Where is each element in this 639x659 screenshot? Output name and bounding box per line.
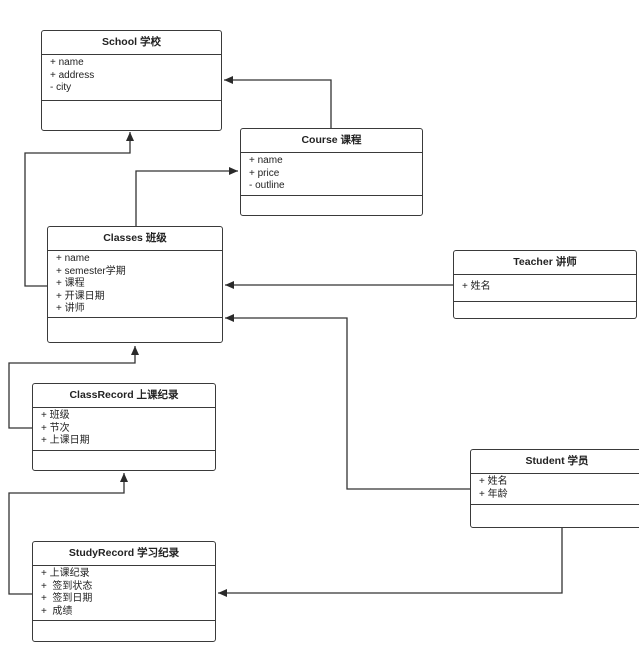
attribute-list-studyrecord: + 上课纪录 + 签到状态 + 签到日期 + 成绩	[33, 566, 215, 621]
attribute-student-name: + 姓名	[479, 476, 508, 487]
attribute-classes-start-date: + 开课日期	[56, 290, 105, 302]
connector-studyrecord-to-classrecord	[8, 473, 128, 595]
connector-course-to-school	[224, 76, 332, 129]
attribute-school-address: + address	[50, 69, 95, 81]
attribute-classes-course: + 课程	[56, 278, 85, 290]
attribute-teacher-name: + 姓名	[462, 281, 491, 292]
attribute-list-classes: + name + semester学期 + 课程 + 开课日期 + 讲师	[48, 251, 222, 318]
connector-classes-to-course	[135, 167, 238, 228]
class-box-classrecord[interactable]: ClassRecord 上课纪录 + 班级 + 节次 + 上课日期	[32, 383, 216, 471]
attribute-list-classrecord: + 班级 + 节次 + 上课日期	[33, 408, 215, 451]
class-title-studyrecord: StudyRecord 学习纪录	[33, 542, 215, 566]
attribute-list-course: + name + price - outline	[241, 153, 422, 196]
attribute-course-price: + price	[249, 167, 280, 179]
connector-classes-to-school	[24, 132, 134, 287]
attribute-list-student: + 姓名 + 年龄	[471, 474, 639, 505]
attribute-course-name: + name	[249, 155, 283, 166]
class-box-student[interactable]: Student 学员 + 姓名 + 年龄	[470, 449, 639, 528]
class-box-course[interactable]: Course 课程 + name + price - outline	[240, 128, 423, 216]
attribute-school-city: - city	[50, 82, 72, 94]
class-title-classes: Classes 班级	[48, 227, 222, 251]
class-box-teacher[interactable]: Teacher 讲师 + 姓名	[453, 250, 637, 319]
class-title-student: Student 学员	[471, 450, 639, 474]
class-title-teacher: Teacher 讲师	[454, 251, 636, 275]
attribute-classes-semester: + semester学期	[56, 265, 126, 277]
connector-student-to-studyrecord	[218, 528, 563, 597]
class-title-classrecord: ClassRecord 上课纪录	[33, 384, 215, 408]
attribute-student-age: + 年龄	[479, 488, 508, 500]
class-box-school[interactable]: School 学校 + name + address - city	[41, 30, 222, 131]
attribute-school-name: + name	[50, 57, 84, 68]
class-title-school: School 学校	[42, 31, 221, 55]
attribute-list-teacher: + 姓名	[454, 275, 636, 302]
attribute-classes-name: + name	[56, 253, 90, 264]
class-box-studyrecord[interactable]: StudyRecord 学习纪录 + 上课纪录 + 签到状态 + 签到日期 + …	[32, 541, 216, 642]
attribute-studyrecord-classrecord: + 上课纪录	[41, 568, 90, 579]
attribute-classrecord-class: + 班级	[41, 410, 70, 421]
attribute-classrecord-session: + 节次	[41, 422, 70, 434]
attribute-studyrecord-checkin-date: + 签到日期	[41, 593, 93, 605]
class-box-classes[interactable]: Classes 班级 + name + semester学期 + 课程 + 开课…	[47, 226, 223, 343]
attribute-classrecord-date: + 上课日期	[41, 435, 90, 447]
attribute-classes-teacher: + 讲师	[56, 303, 85, 315]
connector-student-to-classes	[225, 314, 471, 490]
attribute-studyrecord-checkin-status: + 签到状态	[41, 580, 93, 592]
connector-classrecord-to-classes	[8, 346, 139, 429]
attribute-course-outline: - outline	[249, 180, 285, 192]
attribute-studyrecord-score: + 成绩	[41, 605, 73, 617]
attribute-list-school: + name + address - city	[42, 55, 221, 101]
class-title-course: Course 课程	[241, 129, 422, 153]
